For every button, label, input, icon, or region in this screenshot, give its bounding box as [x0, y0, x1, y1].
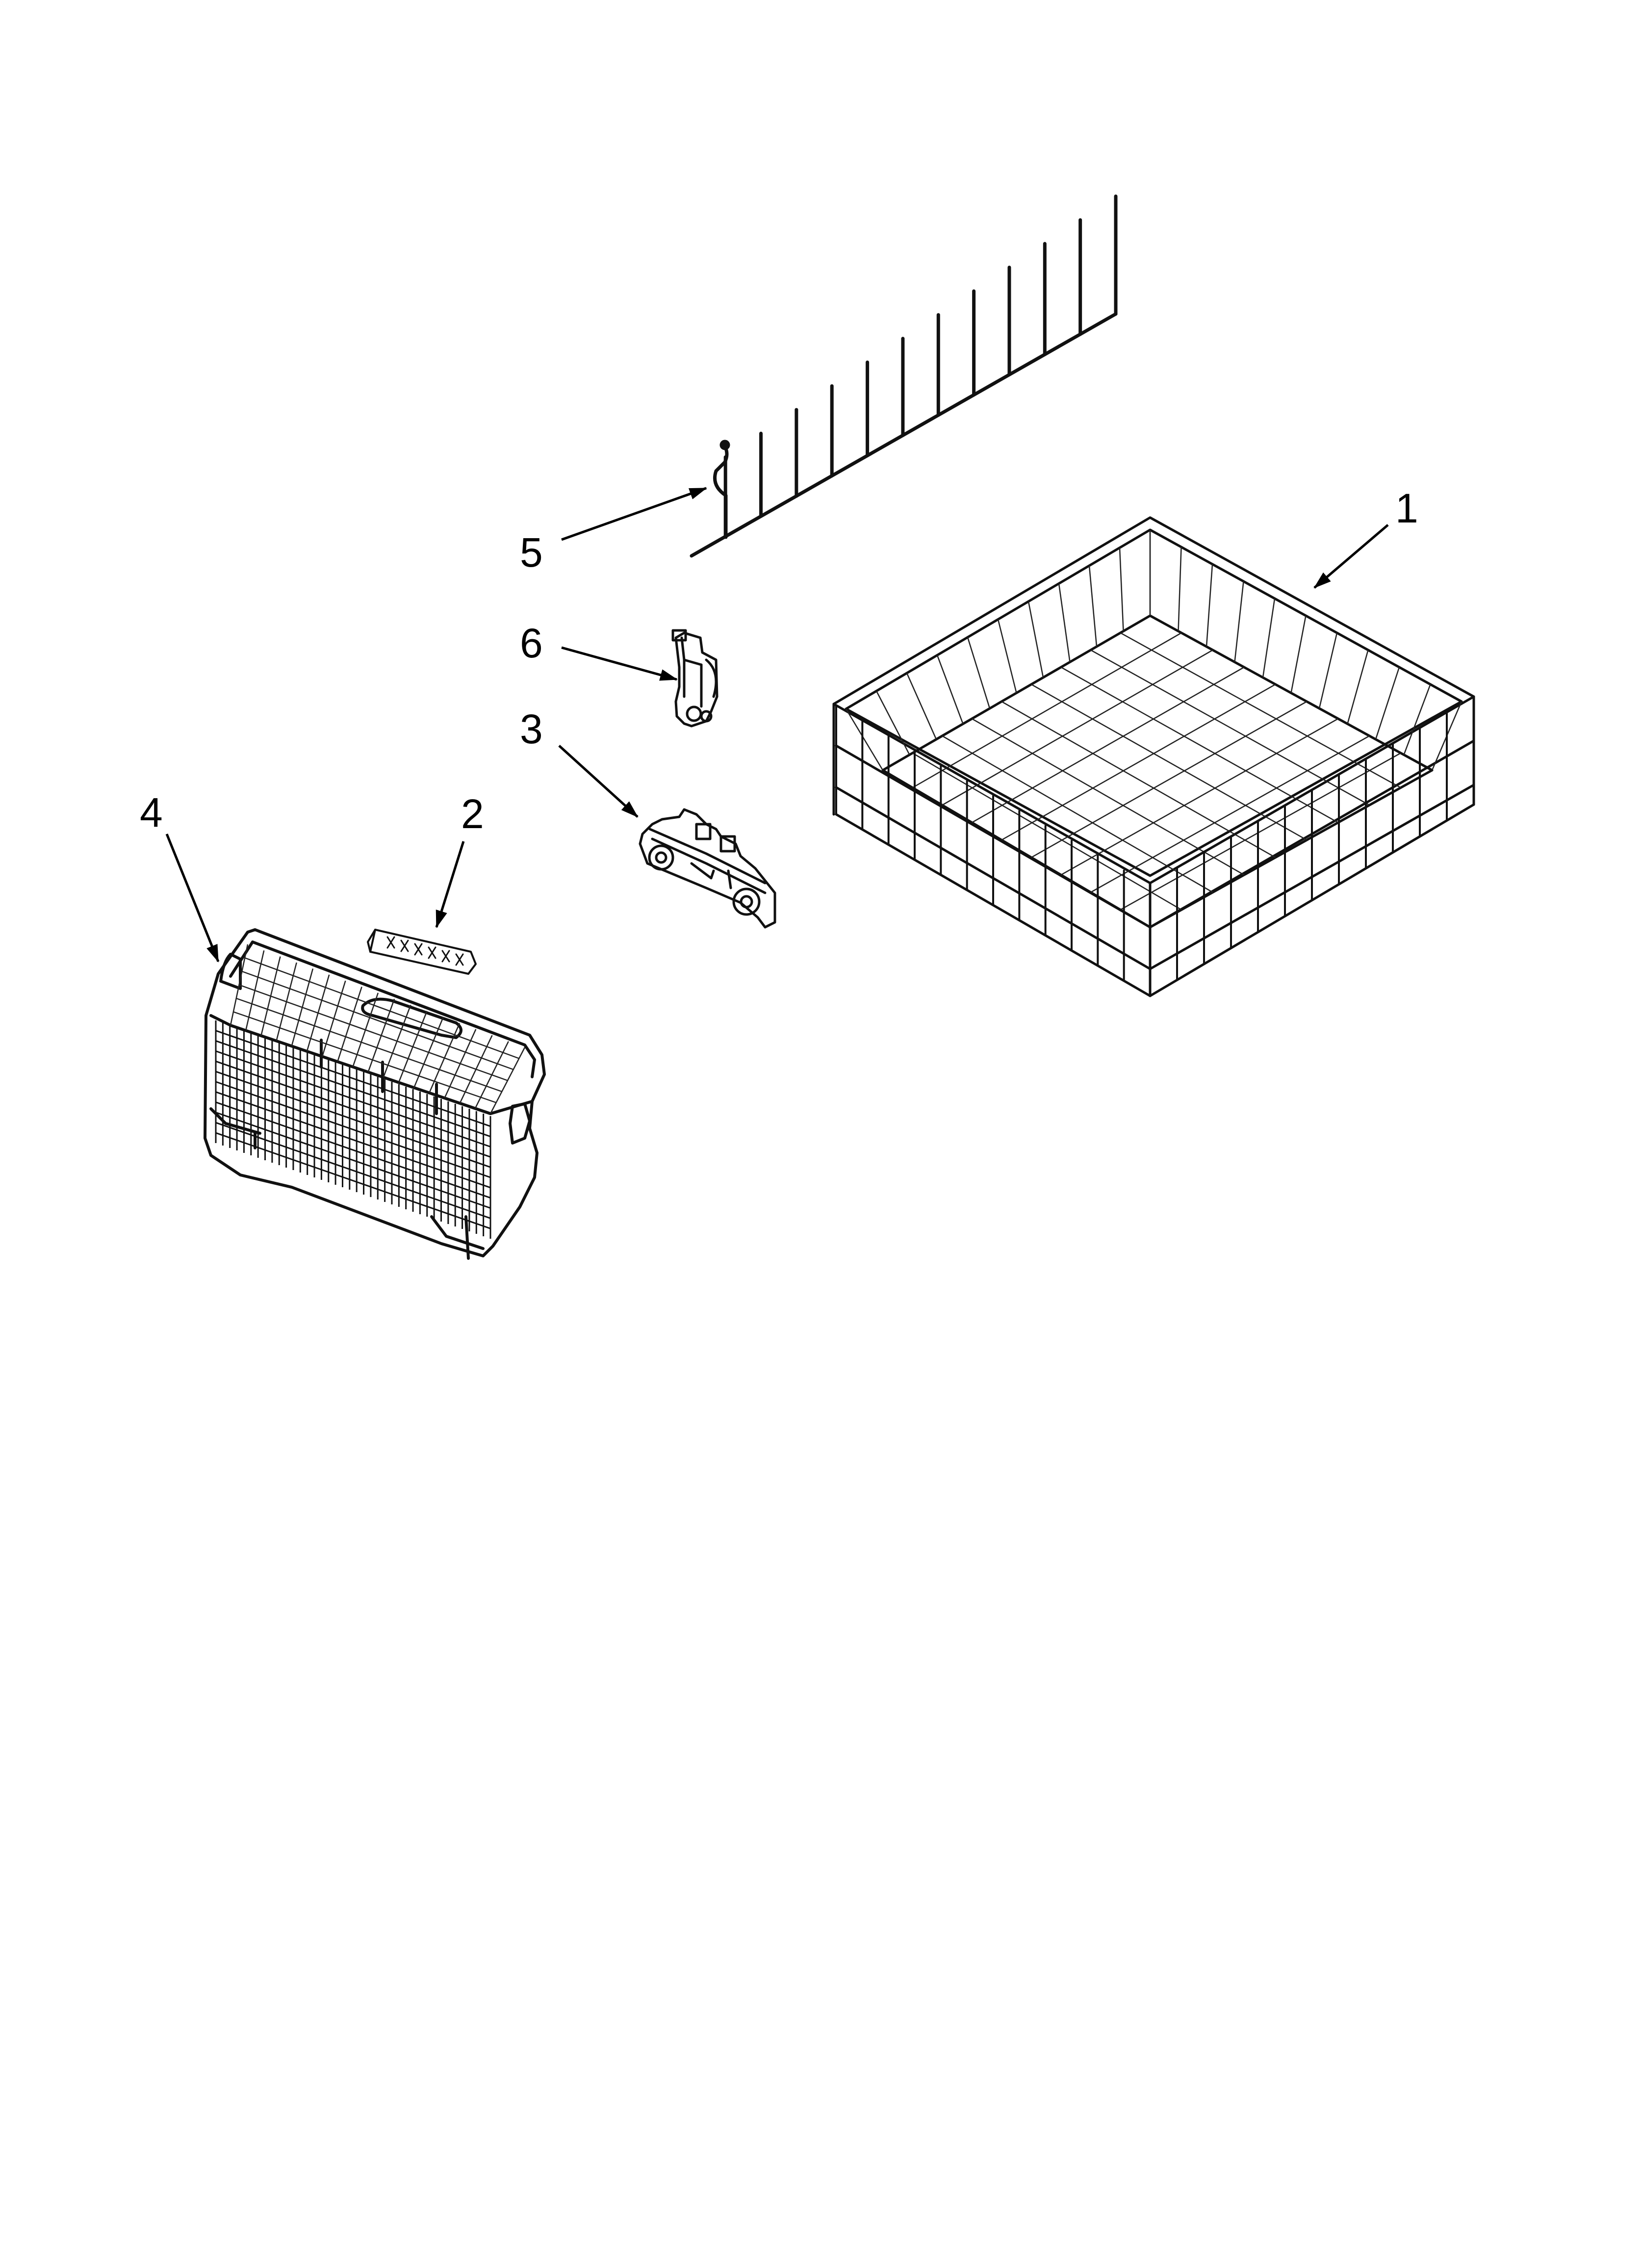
leader-4 — [165, 834, 220, 963]
leader-6 — [561, 646, 678, 681]
callout-labels: 1 2 3 4 5 6 — [140, 485, 1418, 837]
part-4-silverware-basket — [204, 928, 546, 1260]
leader-1 — [1313, 524, 1389, 589]
part-5-tine-row — [690, 194, 1118, 558]
callout-3: 3 — [520, 706, 543, 752]
callout-4: 4 — [140, 789, 163, 835]
callout-6: 6 — [520, 620, 543, 666]
part-3-roller-assembly — [639, 808, 776, 929]
callout-1: 1 — [1395, 485, 1418, 531]
callout-2: 2 — [461, 791, 484, 837]
leader-lines — [165, 487, 1389, 963]
leader-5 — [561, 487, 707, 541]
part-2-cover-plate — [367, 929, 477, 975]
leader-2 — [435, 841, 465, 928]
part-6-rack-clip — [671, 629, 718, 728]
leader-3 — [558, 745, 639, 818]
callout-5: 5 — [520, 529, 543, 575]
part-1-dish-rack — [832, 516, 1475, 997]
